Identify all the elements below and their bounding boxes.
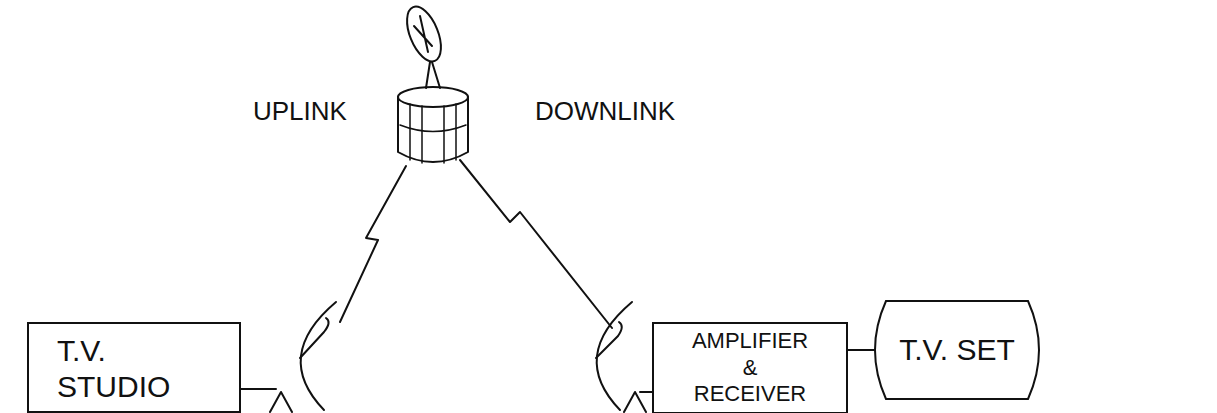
tv-set-shape: T.V. SET <box>866 300 1048 400</box>
downlink-beam <box>460 160 612 328</box>
uplink-dish <box>241 302 336 412</box>
link-label: DOWNLINK <box>532 96 678 127</box>
node-text: AMPLIFIER & RECEIVER <box>688 328 813 407</box>
node-text: T.V. STUDIO <box>57 333 187 405</box>
satellite <box>398 2 468 163</box>
studio-box: T.V. STUDIO <box>27 322 241 413</box>
uplink-beam <box>340 166 406 322</box>
node-text: T.V. SET <box>899 332 1015 368</box>
link-label: UPLINK <box>250 96 350 127</box>
receiver-box: AMPLIFIER & RECEIVER <box>652 322 848 413</box>
connector-line <box>848 349 875 351</box>
